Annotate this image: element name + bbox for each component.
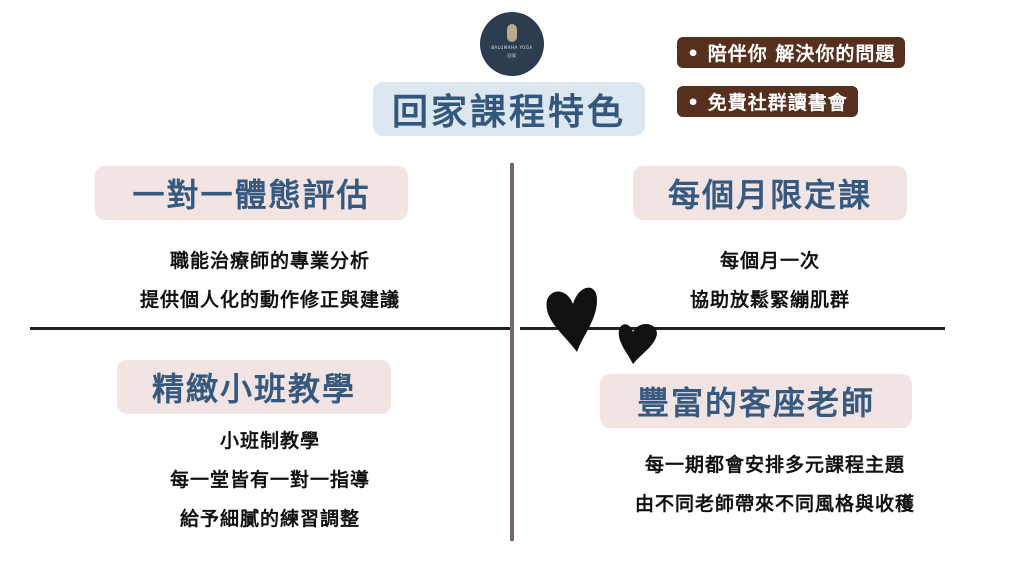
text-line: 給予細膩的練習調整: [179, 508, 360, 530]
logo: BALUMAHA YOGA 回家: [480, 12, 544, 76]
text-line: 每一堂皆有一對一指導: [169, 469, 370, 491]
text-line: 小班制教學: [219, 430, 320, 452]
logo-stone-icon: [507, 23, 517, 42]
text-line: 每個月一次: [719, 250, 820, 272]
heart-icon: [546, 287, 597, 352]
horizontal-divider-right: [520, 327, 945, 330]
heart-icon: [618, 323, 657, 364]
vertical-divider: [510, 163, 514, 541]
section-body-posture: 職能治療師的專業分析 提供個人化的動作修正與建議: [30, 242, 510, 320]
logo-subtext: 回家: [507, 52, 517, 58]
page-title: 回家課程特色: [373, 82, 645, 136]
horizontal-divider-left: [30, 327, 510, 330]
section-heading-monthly: 每個月限定課: [633, 166, 907, 220]
badge-book-club: • 免費社群讀書會: [677, 86, 858, 117]
section-body-small-class: 小班制教學 每一堂皆有一對一指導 給予細膩的練習調整: [30, 422, 510, 539]
section-heading-small-class: 精緻小班教學: [117, 360, 391, 414]
hearts-decoration: [546, 287, 657, 364]
text-line: 由不同老師帶來不同風格與收穫: [634, 493, 915, 515]
logo-text: BALUMAHA YOGA: [491, 44, 533, 50]
text-line: 協助放鬆緊繃肌群: [689, 289, 850, 311]
text-line: 職能治療師的專業分析: [169, 250, 370, 272]
section-body-guest-teachers: 每一期都會安排多元課程主題 由不同老師帶來不同風格與收穫: [575, 446, 975, 524]
section-heading-posture: 一對一體態評估: [95, 166, 408, 220]
section-body-monthly: 每個月一次 協助放鬆緊繃肌群: [600, 242, 940, 320]
section-heading-guest-teachers: 豐富的客座老師: [600, 374, 912, 428]
text-line: 提供個人化的動作修正與建議: [139, 289, 400, 311]
text-line: 每一期都會安排多元課程主題: [644, 454, 905, 476]
badge-support: • 陪伴你 解決你的問題: [677, 37, 906, 68]
